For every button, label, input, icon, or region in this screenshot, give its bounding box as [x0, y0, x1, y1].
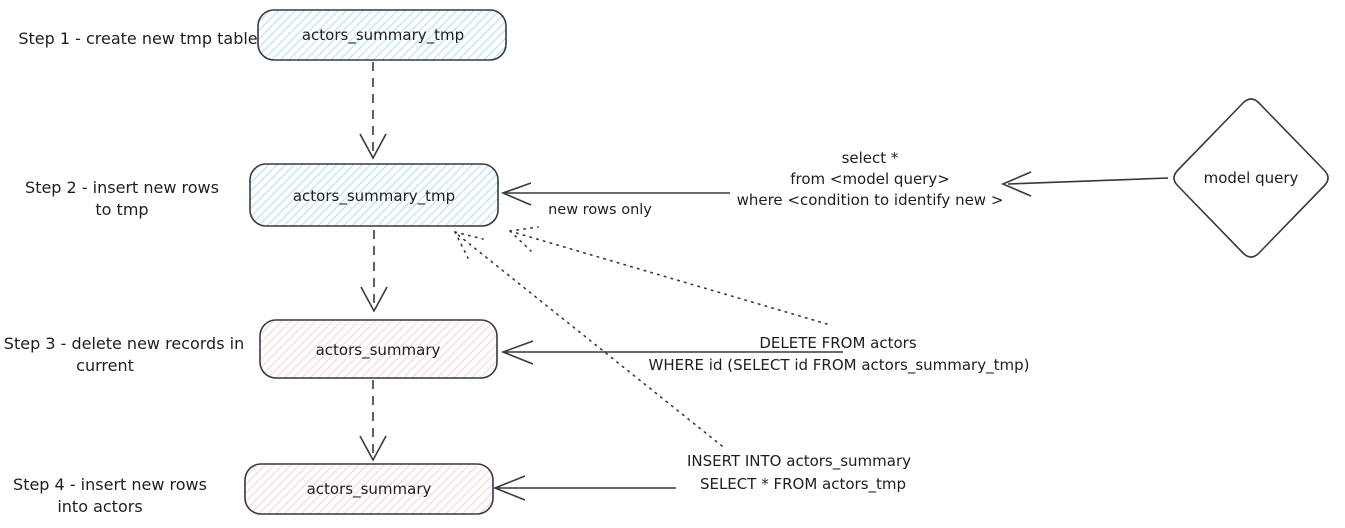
arrow-insert-into-step4: INSERT INTO actors_summary SELECT * FROM…: [492, 452, 911, 501]
arrow-model-query-to-select: [1000, 171, 1169, 197]
step4-group: Step 4 - insert new rows into actors act…: [13, 463, 494, 516]
arrow-shaft: [1007, 177, 1169, 185]
dotted-shaft: [456, 233, 723, 447]
step1-group: Step 1 - create new tmp table actors_sum…: [18, 9, 507, 61]
step2-label-line1: Step 2 - insert new rows: [25, 178, 219, 197]
step4-box-label: actors_summary: [307, 480, 432, 499]
step2-label-line2: to tmp: [95, 200, 148, 219]
step1-label: Step 1 - create new tmp table: [18, 29, 257, 48]
arrow-delete-into-step3: DELETE FROM actors WHERE id (SELECT id F…: [500, 334, 1030, 375]
dotted-arrowhead-icon: [509, 230, 532, 252]
model-query-diamond: model query: [1173, 98, 1329, 258]
arrow-new-rows-into-step2: new rows only: [500, 182, 730, 218]
step3-box: [259, 319, 498, 379]
arrowhead-down-icon: [360, 286, 388, 313]
dotted-arrow-insert-to-step2: [454, 231, 723, 447]
step2-group: Step 2 - insert new rows to tmp actors_s…: [25, 163, 499, 227]
select-query-line3: where <condition to identify new >: [737, 191, 1004, 209]
select-query-line1: select *: [842, 149, 899, 167]
step2-box: [249, 163, 499, 227]
delete-sql-line1: DELETE FROM actors: [759, 334, 917, 352]
dotted-arrowhead-icon: [509, 226, 539, 232]
arrowhead-left-icon: [500, 340, 534, 365]
step3-box-label: actors_summary: [316, 341, 441, 360]
dotted-arrowhead-icon: [454, 231, 484, 240]
insert-sql-line2: SELECT * FROM actors_tmp: [700, 475, 906, 494]
dashed-arrow-step2-to-step3: [360, 230, 388, 313]
diamond-shape: [1173, 98, 1329, 258]
insert-sql-line1: INSERT INTO actors_summary: [687, 452, 911, 471]
arrowhead-left-icon: [492, 475, 526, 501]
step3-group: Step 3 - delete new records in current a…: [4, 319, 498, 379]
arrowhead-left-icon: [1000, 171, 1032, 197]
delete-sql-line2: WHERE id (SELECT id FROM actors_summary_…: [649, 356, 1030, 375]
step3-label-line1: Step 3 - delete new records in: [4, 334, 244, 353]
step1-box: [257, 9, 507, 61]
step4-label-line1: Step 4 - insert new rows: [13, 475, 207, 494]
step2-box-label: actors_summary_tmp: [293, 187, 455, 206]
arrowhead-down-icon: [359, 133, 387, 160]
new-rows-only-label: new rows only: [548, 202, 652, 218]
select-query-line2: from <model query>: [790, 170, 950, 188]
step4-box: [244, 463, 494, 515]
step1-box-label: actors_summary_tmp: [302, 26, 464, 45]
dashed-arrow-step3-to-step4: [359, 380, 387, 462]
select-query-annotation: select * from <model query> where <condi…: [737, 149, 1004, 209]
step4-label-line2: into actors: [57, 497, 142, 516]
model-query-label: model query: [1204, 169, 1299, 187]
arrowhead-down-icon: [359, 435, 387, 462]
step3-label-line2: current: [76, 356, 134, 375]
dashed-arrow-step1-to-step2: [359, 62, 387, 160]
arrowhead-left-icon: [500, 182, 532, 206]
dotted-arrowhead-icon: [454, 231, 469, 259]
dotted-shaft: [512, 231, 828, 325]
dotted-arrow-delete-to-step2: [509, 226, 828, 325]
